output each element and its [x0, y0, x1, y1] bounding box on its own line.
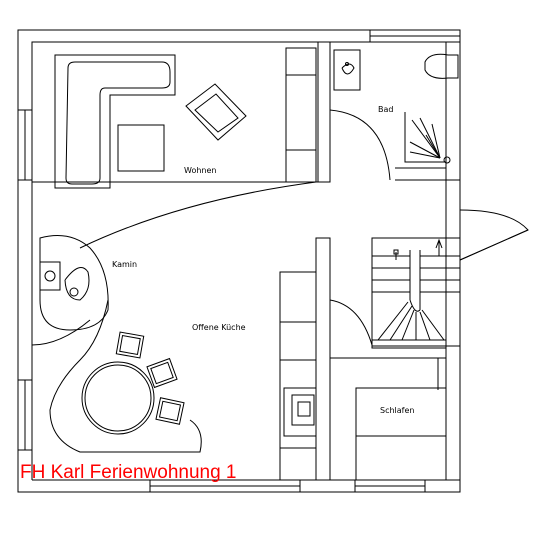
- window-left-lower: [17, 379, 33, 451]
- label-kueche: Offene Küche: [192, 323, 246, 332]
- bath-walls: [317, 42, 460, 182]
- window-top-bath: [369, 29, 461, 43]
- chair-3: [155, 397, 185, 425]
- chair-1: [115, 331, 145, 359]
- bed-icon: [355, 387, 447, 481]
- chair-2: [146, 357, 178, 389]
- sofa-icon: [54, 54, 176, 189]
- door-arc-living: [79, 181, 317, 249]
- entry-door-arc: [459, 209, 529, 261]
- dining-area: [31, 299, 202, 453]
- fireplace-icon: [31, 232, 109, 342]
- armchair-icon: [185, 83, 247, 141]
- window-bottom: [149, 479, 426, 493]
- door-arc-kitchen: [329, 299, 373, 346]
- bedroom-walls: [330, 357, 446, 390]
- label-wohnen: Wohnen: [184, 166, 216, 175]
- outer-walls: [17, 29, 461, 493]
- plan-title: FH Karl Ferienwohnung 1: [20, 462, 237, 483]
- sideboard: [285, 47, 317, 183]
- staircase-icon: [371, 237, 461, 349]
- window-left-upper: [17, 109, 33, 181]
- kitchen-counter: [279, 271, 317, 481]
- kitchen-partition: [315, 237, 331, 481]
- coffee-table: [117, 124, 165, 172]
- label-bad: Bad: [378, 105, 393, 114]
- shower-icon: [404, 112, 451, 164]
- label-kamin: Kamin: [112, 260, 137, 269]
- sink-icon: [333, 49, 361, 91]
- label-schlafen: Schlafen: [380, 406, 414, 415]
- toilet-icon: [424, 53, 459, 79]
